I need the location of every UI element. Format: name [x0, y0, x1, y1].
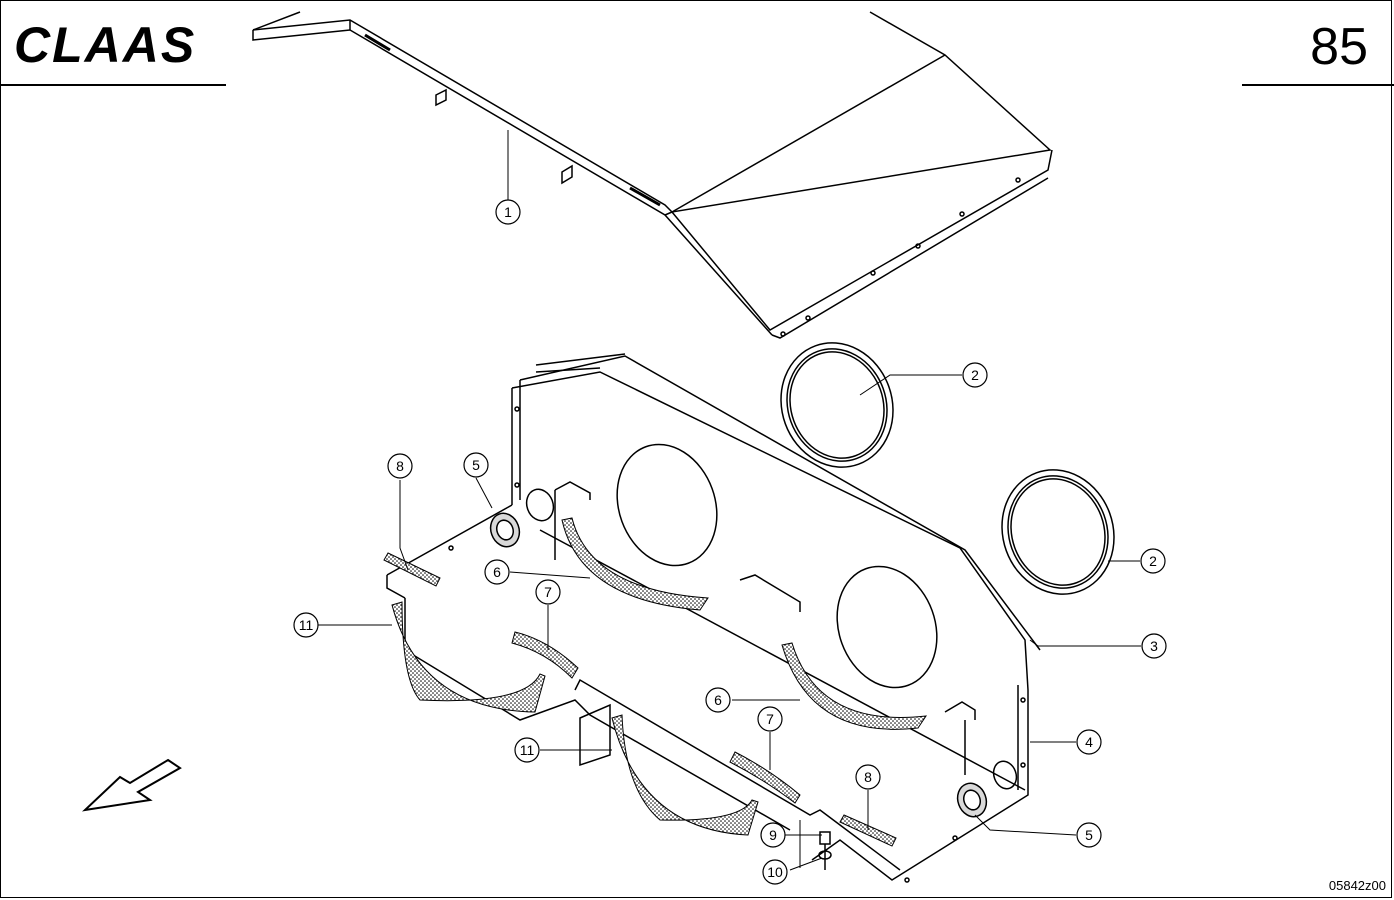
callout-c7b: 7: [757, 706, 783, 732]
brand-logo-text: CLAAS: [14, 17, 196, 73]
callout-circle: [535, 579, 561, 605]
gearbox-housing: [386, 353, 1041, 883]
arc-seal-6-lower: [781, 642, 928, 730]
arc-seal-11-left: [391, 601, 546, 713]
callout-c5b: 5: [1076, 822, 1102, 848]
callout-label: 7: [544, 584, 552, 600]
callout-label: 4: [1085, 734, 1093, 750]
callout-c6a: 6: [484, 559, 510, 585]
callout-label: 11: [520, 742, 535, 758]
callout-c11a: 11: [293, 612, 319, 638]
callout-c1: 1: [495, 199, 521, 225]
callout-markers: 1 2 2 3 4 5 5 6 6 7 7 8 8 9 10 11 11: [293, 199, 1167, 885]
callout-circle: [495, 199, 521, 225]
callout-c6b: 6: [705, 687, 731, 713]
callout-circle: [484, 559, 510, 585]
callout-label: 9: [769, 827, 777, 843]
ring-seal-lower: [1001, 469, 1115, 595]
callout-label: 7: [766, 711, 774, 727]
callout-c10: 10: [762, 859, 788, 885]
callout-circle: [855, 764, 881, 790]
callout-circle: [762, 859, 788, 885]
callout-c8b: 8: [855, 764, 881, 790]
callout-label: 8: [864, 769, 872, 785]
arc-seal-11-right: [611, 714, 759, 836]
callout-label: 5: [1085, 827, 1093, 843]
arc-seal-7-right: [729, 751, 801, 804]
callout-c7a: 7: [535, 579, 561, 605]
screw-9: [819, 831, 831, 845]
callout-label: 2: [971, 367, 979, 383]
callout-circle: [463, 452, 489, 478]
bearing-seal-right: [956, 782, 988, 818]
strip-8-right: [839, 814, 897, 847]
callout-circle: [1076, 822, 1102, 848]
callout-label: 3: [1150, 638, 1158, 654]
arc-seal-strips: [391, 517, 928, 836]
callout-circle: [293, 612, 319, 638]
callout-circle: [1076, 729, 1102, 755]
screw-and-washer: [818, 831, 832, 870]
callout-circle: [1141, 633, 1167, 659]
callout-label: 1: [504, 204, 512, 220]
callout-circle: [757, 706, 783, 732]
callout-circle: [514, 737, 540, 763]
callout-circle: [962, 362, 988, 388]
arc-seal-7-left: [511, 631, 579, 679]
callout-c4: 4: [1076, 729, 1102, 755]
callout-c3: 3: [1141, 633, 1167, 659]
callout-label: 5: [472, 457, 480, 473]
callout-label: 11: [299, 617, 314, 633]
brand-logo: CLAAS: [14, 17, 196, 73]
callout-label: 6: [714, 692, 722, 708]
strip-8-parts: [383, 552, 897, 847]
leader-lines: [316, 130, 1141, 871]
callout-circle: [387, 453, 413, 479]
callout-circle: [705, 687, 731, 713]
callout-c11b: 11: [514, 737, 540, 763]
drawing-number: 05842z00: [1329, 878, 1386, 893]
callout-label: 10: [767, 864, 783, 880]
arc-seal-6-upper: [561, 517, 709, 611]
callout-c2a: 2: [962, 362, 988, 388]
callout-c2b: 2: [1140, 548, 1166, 574]
callout-label: 8: [396, 458, 404, 474]
callout-c8a: 8: [387, 453, 413, 479]
callout-label: 2: [1149, 553, 1157, 569]
callout-c5a: 5: [463, 452, 489, 478]
callout-label: 6: [493, 564, 501, 580]
direction-arrow-icon: [81, 758, 182, 812]
top-cover-part: [252, 11, 1053, 339]
strip-8-left: [383, 552, 441, 587]
callout-c9: 9: [760, 822, 786, 848]
page-number: 85: [1310, 18, 1368, 76]
ring-seal-upper: [780, 342, 894, 468]
callout-circle: [1140, 548, 1166, 574]
callout-circle: [760, 822, 786, 848]
bearing-seal-left: [489, 512, 521, 548]
